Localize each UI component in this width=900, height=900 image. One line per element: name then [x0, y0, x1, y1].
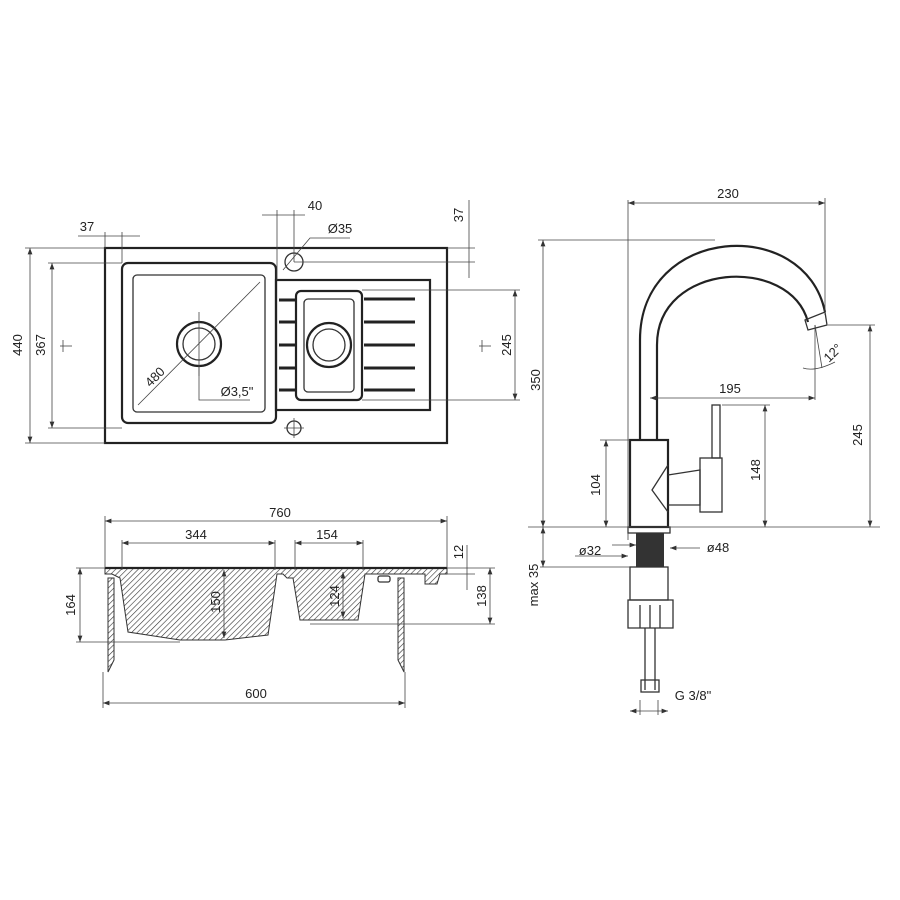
dim-195: 195 — [719, 381, 741, 396]
dim-440: 440 — [10, 334, 25, 356]
dim-104: 104 — [588, 474, 603, 496]
dim-480: 480 — [142, 364, 168, 390]
dim-tap-hole: Ø35 — [328, 221, 353, 236]
dim-367: 367 — [33, 334, 48, 356]
dim-245-bowl: 245 — [499, 334, 514, 356]
spout-tip — [804, 311, 828, 331]
dim-shank: ø32 — [579, 543, 601, 558]
dim-760: 760 — [269, 505, 291, 520]
faucet-body — [628, 438, 670, 529]
dim-600: 600 — [245, 686, 267, 701]
dim-drain: Ø3,5" — [221, 384, 254, 399]
dim-max-35: max 35 — [526, 564, 541, 607]
dim-245: 245 — [850, 424, 865, 446]
dim-base: ø48 — [707, 540, 729, 555]
dim-350: 350 — [528, 369, 543, 391]
dim-138: 138 — [474, 585, 489, 607]
dim-connection: G 3/8" — [675, 688, 712, 703]
dim-230: 230 — [717, 186, 739, 201]
dim-37-right: 37 — [451, 208, 466, 222]
dim-12: 12 — [451, 545, 466, 559]
faucet-shank — [636, 533, 664, 567]
dim-164: 164 — [63, 594, 78, 616]
faucet-side-view: 230 350 195 12° 245 148 104 ø32 ø48 max … — [526, 186, 880, 715]
small-bowl-drain — [305, 321, 353, 369]
dim-40: 40 — [308, 198, 322, 213]
drainer-ribs — [279, 297, 415, 392]
hose-fitting — [640, 679, 660, 693]
dim-37-left: 37 — [80, 219, 94, 234]
faucet-lever — [711, 404, 721, 459]
dim-148: 148 — [748, 459, 763, 481]
dim-154: 154 — [316, 527, 338, 542]
sink-top-view: 440 367 37 40 Ø35 37 245 480 Ø3,5" — [10, 198, 520, 445]
dim-150: 150 — [208, 591, 223, 613]
sink-section-view: 760 344 154 12 138 164 150 124 600 — [63, 505, 495, 708]
dim-124: 124 — [327, 585, 342, 607]
dim-344: 344 — [185, 527, 207, 542]
dim-12-deg: 12° — [821, 341, 846, 366]
